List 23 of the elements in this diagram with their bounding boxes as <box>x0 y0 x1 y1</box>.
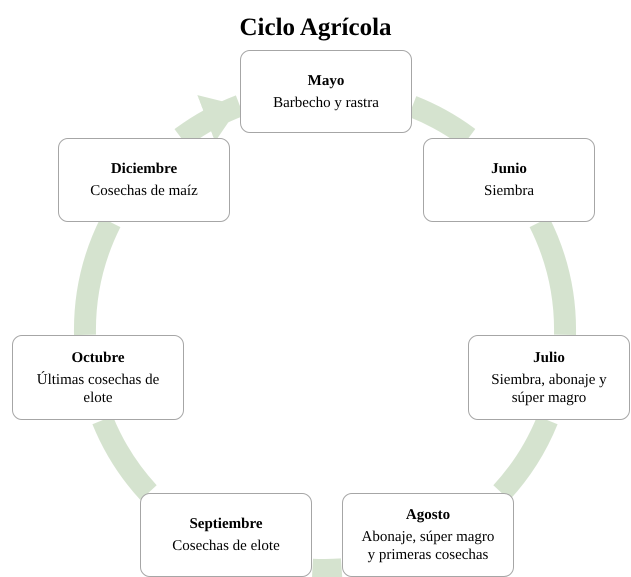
month-heading: Diciembre <box>110 160 178 178</box>
month-box <box>140 493 312 577</box>
month-box <box>58 138 230 222</box>
month-box <box>12 335 184 420</box>
month-heading: Septiembre <box>189 515 263 533</box>
activity-text: Abonaje, súper magro y primeras cosechas <box>360 528 496 564</box>
month-heading: Julio <box>533 348 565 366</box>
month-box <box>240 50 412 133</box>
month-heading: Octubre <box>71 348 125 366</box>
activity-text: Siembra, abonaje y súper magro <box>490 370 608 406</box>
activity-text: Cosechas de elote <box>172 537 280 555</box>
activity-text: Últimas cosechas de elote <box>36 370 160 406</box>
month-box <box>342 493 514 577</box>
activity-text: Barbecho y rastra <box>273 94 379 112</box>
activity-text: Siembra <box>484 182 534 200</box>
month-box <box>423 138 595 222</box>
month-heading: Agosto <box>406 506 450 524</box>
month-heading: Junio <box>491 160 527 178</box>
month-box <box>468 335 630 420</box>
diagram-title: Ciclo Agrícola <box>239 13 392 43</box>
cycle-band <box>312 558 342 577</box>
activity-text: Cosechas de maíz <box>90 182 198 200</box>
month-heading: Mayo <box>308 72 344 90</box>
